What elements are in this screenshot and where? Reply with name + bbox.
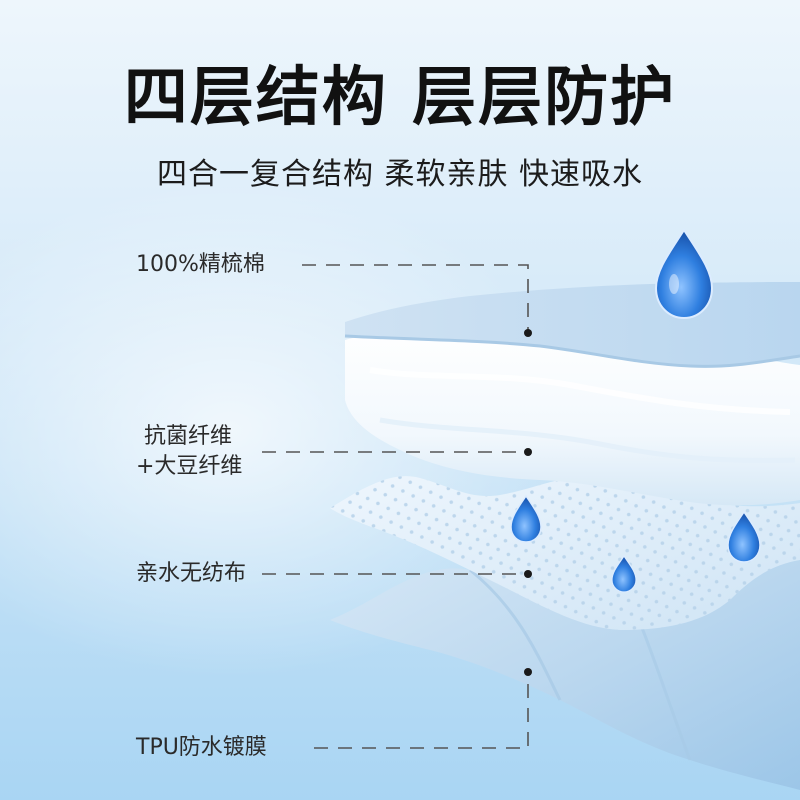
leader-dot-nonwoven [524,570,532,578]
page-subtitle: 四合一复合结构 柔软亲肤 快速吸水 [156,157,644,192]
layer-label-line: 抗菌纤维 [144,424,233,449]
water-drop-icon [611,554,637,593]
leader-line-cotton [302,264,529,330]
leader-dot-cotton [524,329,532,337]
layer-label-line: 亲水无纺布 [136,561,247,586]
leader-dots [524,329,532,676]
water-drop-icon [510,494,542,543]
leader-dot-fiber [524,448,532,456]
cotton-layer-edge [344,334,800,368]
leader-dot-tpu [524,668,532,676]
fiber-layer-texture [379,417,796,463]
leader-line-tpu [314,672,529,749]
nonwoven-layer-holes [330,475,800,630]
page-title: 四层结构 层层防护 [123,61,677,135]
leader-lines [262,264,529,749]
fiber-layer [345,327,800,506]
tpu-film-fold [469,568,562,701]
fiber-layer-texture [369,367,791,415]
water-drop-icon [654,228,714,320]
layer-label-line: 100%精梳棉 [136,252,265,277]
layer-label-line: TPU防水镀膜 [136,735,267,760]
layer-label-fiber: 抗菌纤维 +大豆纤维 [136,422,242,482]
layer-label-cotton: 100%精梳棉 [136,250,265,280]
water-drop-icon [727,510,761,563]
layer-label-line: +大豆纤维 [136,454,243,479]
layer-label-tpu: TPU防水镀膜 [136,733,267,763]
layer-label-nonwoven: 亲水无纺布 [136,559,246,589]
